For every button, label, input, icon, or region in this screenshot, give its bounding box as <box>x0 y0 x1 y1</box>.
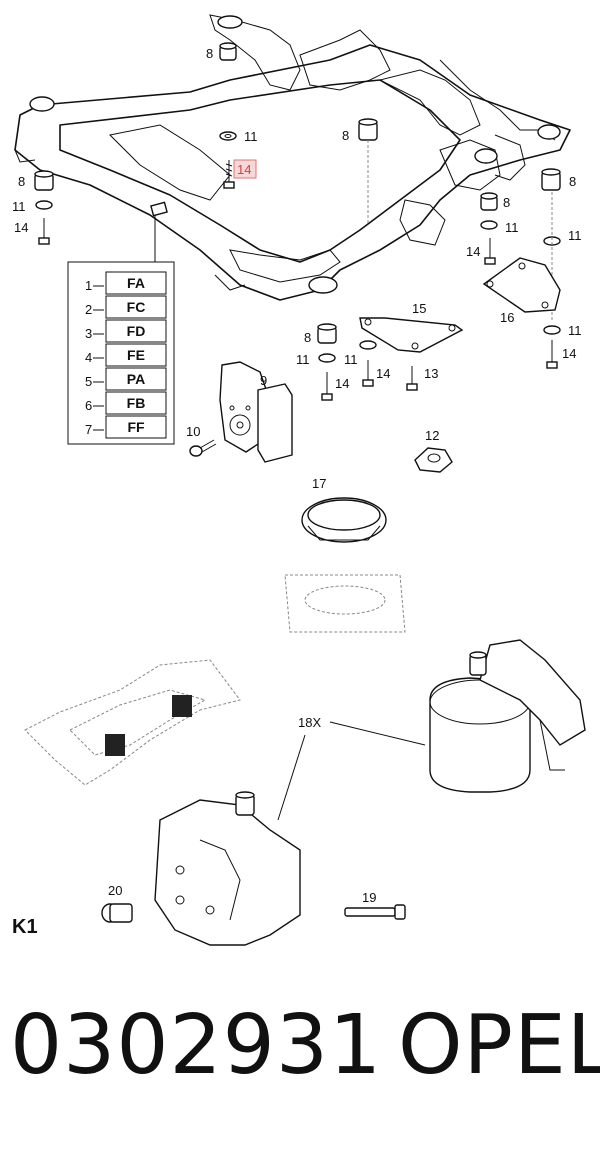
mount-part-9: 9 <box>219 361 293 463</box>
subframe-assembly <box>14 14 571 301</box>
legend-row: 7 FF <box>85 415 167 439</box>
mount-marker <box>172 695 192 717</box>
callout-11: 11 <box>568 323 582 338</box>
legend-code: FC <box>127 299 146 315</box>
legend-code: PA <box>127 371 145 387</box>
legend-code: FF <box>127 419 145 435</box>
callout-11: 11 <box>12 199 26 214</box>
legend-num: 4 <box>85 350 92 365</box>
bushing-part: 8 <box>342 118 378 225</box>
callout-9: 9 <box>260 373 267 388</box>
legend-row: 3 FD <box>85 319 167 343</box>
frame-thumbnail-ghost <box>24 659 241 786</box>
legend-row: 1 FA <box>85 271 167 295</box>
legend-num: 1 <box>85 278 92 293</box>
callout-11: 11 <box>505 220 519 235</box>
exploded-parts-diagram: 1 FA 2 FC 3 FD 4 FE 5 PA <box>12 14 586 946</box>
callout-14: 14 <box>14 220 28 235</box>
callout-10: 10 <box>186 424 200 439</box>
spacer-part-20: 20 <box>101 883 133 923</box>
bracket-part-15: 15 <box>359 301 464 353</box>
callout-20: 20 <box>108 883 122 898</box>
callout-12: 12 <box>425 428 439 443</box>
bolt-part-10: 10 <box>186 424 217 457</box>
callout-11: 11 <box>568 228 582 243</box>
legend-row: 5 PA <box>85 367 167 391</box>
highlight-marker <box>233 159 257 179</box>
callout-8: 8 <box>342 128 349 143</box>
legend-row: 4 FE <box>85 343 167 367</box>
lower-fastener-stack: 8 11 11 14 14 13 <box>296 323 438 401</box>
bolt-part-highlighted: 14 <box>223 159 257 189</box>
callout-14: 14 <box>466 244 480 259</box>
legend-code: FE <box>127 347 145 363</box>
callout-8: 8 <box>304 330 311 345</box>
bracket-part-16: 16 11 14 <box>482 257 582 369</box>
legend-table: 1 FA 2 FC 3 FD 4 FE 5 PA <box>67 261 175 445</box>
callout-14: 14 <box>562 346 576 361</box>
callout-11: 11 <box>344 352 358 367</box>
brand-name: OPEL <box>398 998 600 1093</box>
legend-num: 5 <box>85 374 92 389</box>
callout-8: 8 <box>18 174 25 189</box>
mount-marker <box>105 734 125 756</box>
callout-17: 17 <box>312 476 326 491</box>
sheet-label: K1 <box>12 916 38 938</box>
mount-part-18x-lower <box>154 791 301 946</box>
legend-row: 6 FB <box>85 391 167 415</box>
legend-code: FB <box>127 395 146 411</box>
callout-11: 11 <box>296 352 310 367</box>
callout-14: 14 <box>335 376 349 391</box>
legend-code: FA <box>127 275 145 291</box>
bushing-part: 8 <box>206 42 237 61</box>
washer-part: 11 <box>219 129 258 144</box>
legend-code: FD <box>127 323 146 339</box>
callout-8: 8 <box>569 174 576 189</box>
leader-line <box>277 734 306 821</box>
callout-14-highlighted: 14 <box>237 162 251 177</box>
callout-16: 16 <box>500 310 514 325</box>
legend-num: 7 <box>85 422 92 437</box>
callout-11: 11 <box>244 129 258 144</box>
legend-num: 6 <box>85 398 92 413</box>
part-number: 0302931 <box>10 998 383 1093</box>
leader-line <box>329 721 426 746</box>
legend-row: 2 FC <box>85 295 167 319</box>
callout-13: 13 <box>424 366 438 381</box>
callout-8: 8 <box>206 46 213 61</box>
bolt-part-19: 19 <box>344 890 406 920</box>
mount-part-18x-upper <box>429 639 586 793</box>
grommet-footprint-ghost <box>284 574 406 633</box>
callout-15: 15 <box>412 301 426 316</box>
grommet-part-17: 17 <box>284 476 406 633</box>
legend-num: 3 <box>85 326 92 341</box>
callout-14: 14 <box>376 366 390 381</box>
callout-18x: 18X <box>298 715 321 730</box>
legend-num: 2 <box>85 302 92 317</box>
callout-8: 8 <box>503 195 510 210</box>
left-fastener-stack: 8 11 14 <box>12 170 54 245</box>
nut-part-12: 12 <box>414 428 453 473</box>
callout-19: 19 <box>362 890 376 905</box>
